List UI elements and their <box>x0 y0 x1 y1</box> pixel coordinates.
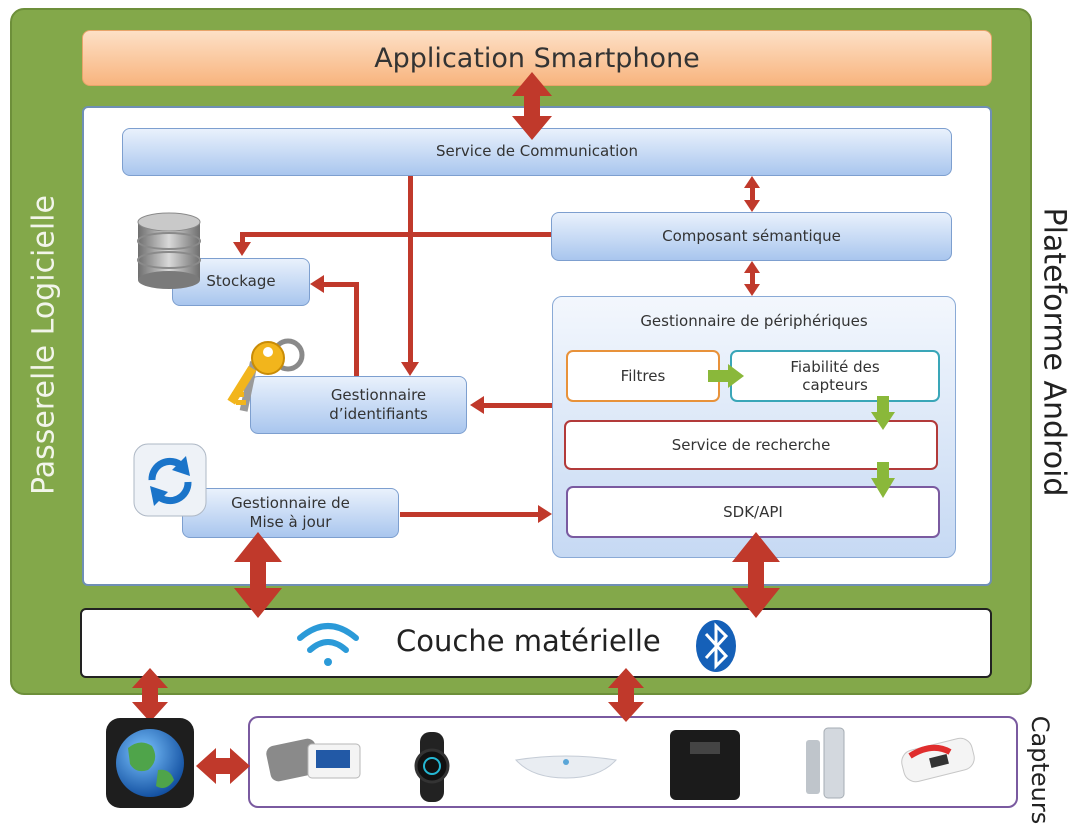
identifier-manager-line2: d’identifiants <box>329 405 428 423</box>
hardware-layer-label: Couche matérielle <box>396 624 661 658</box>
arrow-app-to-comm <box>512 72 552 140</box>
arrow-semantic-to-device-manager <box>744 261 760 296</box>
smartphone-app-box: Application Smartphone <box>82 30 992 86</box>
arrow-identifier-to-storage <box>310 275 359 376</box>
device-manager-title: Gestionnaire de périphériques <box>640 312 868 330</box>
update-manager-line1: Gestionnaire de <box>231 493 350 512</box>
arrow-hardware-to-globe <box>132 668 168 722</box>
communication-service-box: Service de Communication <box>122 128 952 176</box>
arrow-semantic-to-storage <box>233 232 551 256</box>
filters-box: Filtres <box>566 350 720 402</box>
keys-icon <box>227 338 305 412</box>
wifi-icon <box>297 623 359 666</box>
activity-tracker-icon <box>414 732 450 802</box>
arrow-device-manager-to-identifier <box>470 396 552 414</box>
update-manager-line2: Mise à jour <box>249 513 332 531</box>
body-scale-icon <box>670 730 740 800</box>
arrow-update-to-hardware <box>234 532 282 618</box>
sync-icon <box>133 443 207 517</box>
identifier-manager-box: Gestionnaire d’identifiants <box>250 376 467 434</box>
search-service-box: Service de recherche <box>564 420 938 470</box>
arrow-sdk-to-hardware <box>732 532 780 618</box>
identifier-manager-line1: Gestionnaire <box>330 385 427 404</box>
bluetooth-icon <box>696 620 736 672</box>
arrow-filters-to-reliability <box>708 364 744 388</box>
storage-label: Stockage <box>206 272 276 291</box>
database-icon <box>137 212 201 289</box>
arrow-search-to-sdk <box>871 462 895 498</box>
semantic-component-label: Composant sémantique <box>662 226 841 245</box>
arrow-globe-to-sensors <box>196 748 250 784</box>
arrow-comm-to-semantic <box>744 176 760 212</box>
search-service-label: Service de recherche <box>671 436 831 454</box>
blood-pressure-monitor-icon <box>266 738 361 782</box>
arrow-update-to-sdk <box>400 505 552 523</box>
smartphone-app-label: Application Smartphone <box>374 42 700 74</box>
sdk-api-box: SDK/API <box>566 486 940 538</box>
arrow-hardware-to-sensors <box>608 668 644 722</box>
air-quality-sensor-icon <box>806 727 845 799</box>
communication-service-label: Service de Communication <box>436 142 638 161</box>
update-manager-box: Gestionnaire de Mise à jour <box>182 488 399 538</box>
arrow-reliability-to-search <box>871 396 895 430</box>
arrow-comm-to-identifier-manager <box>401 176 419 376</box>
sensors-strip <box>248 716 1018 808</box>
globe-icon <box>106 718 194 808</box>
semantic-component-box: Composant sémantique <box>551 212 952 261</box>
filters-label: Filtres <box>620 367 666 385</box>
sensor-reliability-line2: capteurs <box>802 376 868 394</box>
sensor-reliability-line1: Fiabilité des <box>790 358 880 376</box>
sensor-reliability-box: Fiabilité des capteurs <box>730 350 940 402</box>
pulse-oximeter-icon <box>901 737 975 783</box>
sleep-sensor-icon <box>515 755 617 779</box>
hardware-layer-box <box>80 608 992 678</box>
sdk-api-label: SDK/API <box>723 503 783 521</box>
